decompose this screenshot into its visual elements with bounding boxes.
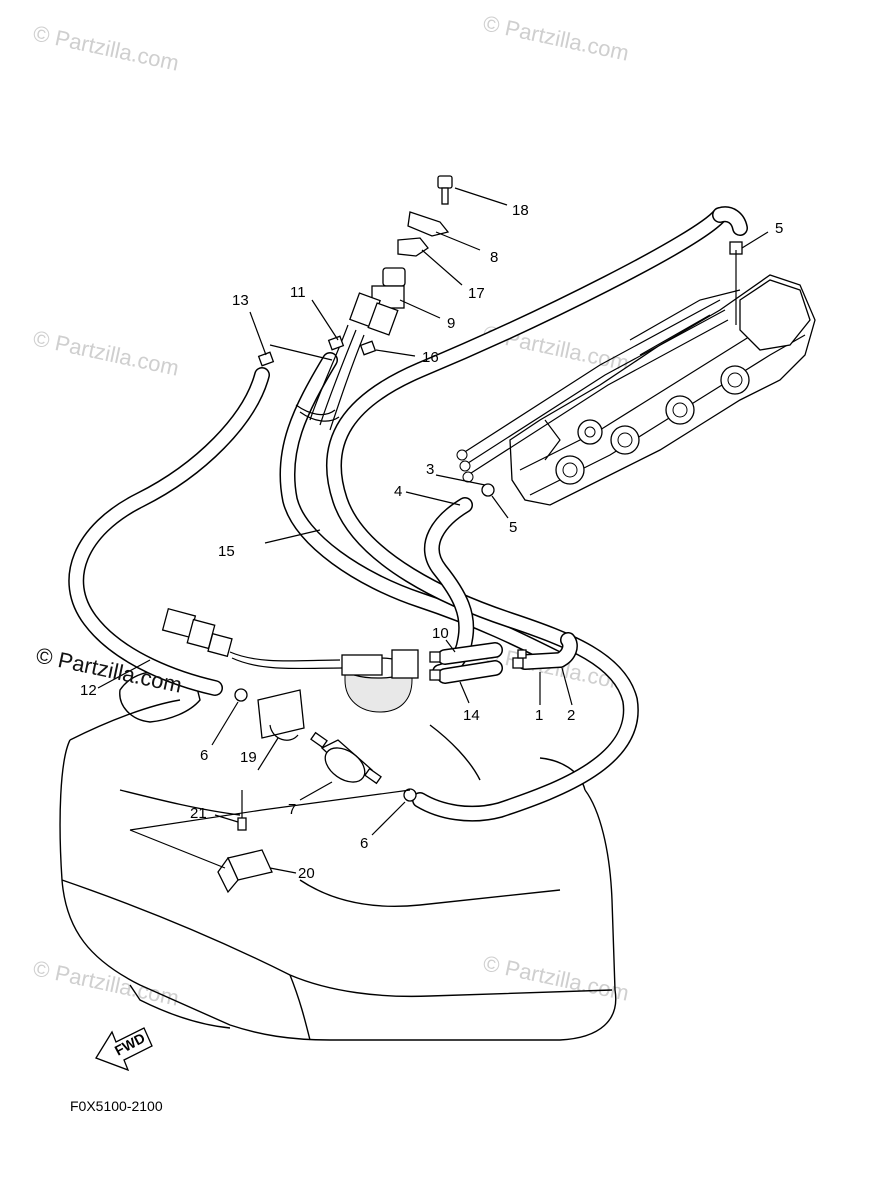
callout-10: 10 (432, 625, 449, 642)
callout-5-mid: 5 (509, 519, 517, 536)
callout-18: 18 (512, 202, 529, 219)
leader-lines (97, 187, 769, 874)
callout-12: 12 (80, 682, 97, 699)
watermark: © Partzilla.com (481, 10, 631, 65)
upper-parts (257, 175, 743, 367)
callout-13: 13 (232, 292, 249, 309)
callout-11: 11 (290, 284, 306, 301)
watermark: © Partzilla.com (481, 950, 631, 1005)
fwd-arrow-icon: FWD (95, 1027, 153, 1072)
fuel-pump-unit (161, 607, 419, 713)
watermark: © Partzilla.com (31, 325, 181, 380)
callout-15: 15 (218, 543, 235, 560)
callout-20: 20 (298, 865, 315, 882)
diagram-code: F0X5100-2100 (70, 1098, 163, 1114)
callouts: 18 8 17 9 16 11 13 5 3 4 5 15 10 12 14 1… (80, 202, 783, 882)
partzilla-watermark: © Partzilla.com (34, 642, 184, 697)
callout-4: 4 (394, 483, 402, 500)
callout-6-right: 6 (360, 835, 368, 852)
callout-14: 14 (463, 707, 480, 724)
hoses (68, 206, 748, 822)
callout-1: 1 (535, 707, 543, 724)
lower-parts (217, 483, 527, 894)
callout-3: 3 (426, 461, 434, 478)
watermark: © Partzilla.com (31, 20, 181, 75)
callout-16: 16 (422, 349, 439, 366)
callout-17: 17 (468, 285, 485, 302)
callout-7: 7 (288, 801, 296, 818)
callout-5-top: 5 (775, 220, 783, 237)
callout-8: 8 (490, 249, 498, 266)
callout-21: 21 (190, 805, 207, 822)
fuel-tank (59, 670, 617, 1041)
callout-9: 9 (447, 315, 455, 332)
engine-block (456, 274, 816, 506)
callout-6-left: 6 (200, 747, 208, 764)
callout-2: 2 (567, 707, 575, 724)
callout-19: 19 (240, 749, 257, 766)
